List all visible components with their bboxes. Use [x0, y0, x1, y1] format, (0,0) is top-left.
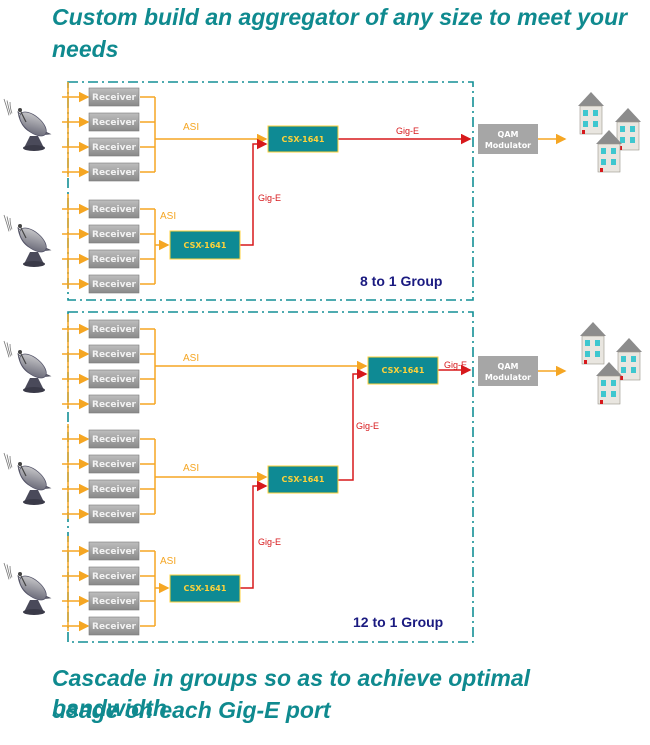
receiver-label: Receiver: [92, 118, 137, 128]
gige-link: [240, 480, 268, 589]
receiver-box: Receiver: [88, 369, 140, 389]
receiver-label: Receiver: [92, 547, 137, 557]
qam-label-line-1: QAM: [498, 362, 519, 371]
receiver-label: Receiver: [92, 325, 137, 335]
group-label-12-to-1: 12 to 1 Group: [353, 614, 443, 630]
satellite-dish-icon: [3, 214, 52, 267]
asi-label: ASI: [183, 463, 199, 474]
qam-modulator-bottom: QAM Modulator: [478, 356, 538, 386]
receiver-label: Receiver: [92, 255, 137, 265]
receiver-box: Receiver: [88, 591, 140, 611]
house-icon: [596, 130, 622, 173]
csx-label: CSX-1641: [184, 241, 227, 250]
qam-label-line-2: Modulator: [485, 141, 531, 150]
footer-caption-line-1: Cascade in groups so as to achieve optim…: [52, 665, 531, 721]
satellite-dish-icon: [3, 562, 52, 615]
csx-box-bottom-middle: CSX-1641: [267, 465, 339, 494]
receiver-label: Receiver: [92, 205, 137, 215]
receiver-box: Receiver: [88, 566, 140, 586]
satellite-dish-icon: [3, 452, 52, 505]
receiver-box: Receiver: [88, 137, 140, 157]
gige-label: Gig-E: [444, 360, 467, 370]
receiver-box: Receiver: [88, 87, 140, 107]
house-icon: [616, 338, 642, 381]
receiver-label: Receiver: [92, 375, 137, 385]
qam-label-line-1: QAM: [498, 130, 519, 139]
receiver-box: Receiver: [88, 454, 140, 474]
receiver-box: Receiver: [88, 319, 140, 339]
gige-label: Gig-E: [396, 126, 419, 136]
group-label-8-to-1: 8 to 1 Group: [360, 273, 442, 289]
csx-box-top-secondary: CSX-1641: [169, 230, 241, 260]
receiver-box: Receiver: [88, 541, 140, 561]
qam-label-line-2: Modulator: [485, 373, 531, 382]
house-icon: [580, 322, 606, 365]
receiver-label: Receiver: [92, 93, 137, 103]
house-icon: [596, 362, 622, 405]
csx-label: CSX-1641: [184, 584, 227, 593]
csx-label: CSX-1641: [382, 366, 425, 375]
receiver-label: Receiver: [92, 168, 137, 178]
receiver-label: Receiver: [92, 435, 137, 445]
receiver-box: Receiver: [88, 504, 140, 524]
receiver-box: Receiver: [88, 112, 140, 132]
receiver-box: Receiver: [88, 394, 140, 414]
receiver-box: Receiver: [88, 199, 140, 219]
receiver-label: Receiver: [92, 485, 137, 495]
receiver-box: Receiver: [88, 249, 140, 269]
asi-label: ASI: [160, 211, 176, 222]
receiver-label: Receiver: [92, 230, 137, 240]
receiver-box: Receiver: [88, 224, 140, 244]
gige-link: [240, 138, 268, 246]
receiver-label: Receiver: [92, 400, 137, 410]
receiver-box: Receiver: [88, 429, 140, 449]
receiver-label: Receiver: [92, 460, 137, 470]
receiver-label: Receiver: [92, 280, 137, 290]
satellite-dish-icon: [3, 98, 52, 151]
receiver-label: Receiver: [92, 510, 137, 520]
receiver-label: Receiver: [92, 143, 137, 153]
receiver-label: Receiver: [92, 622, 137, 632]
gige-link: [338, 368, 368, 481]
receiver-box: Receiver: [88, 344, 140, 364]
house-icon: [578, 92, 604, 135]
page-title-line-1: Custom build an aggregator of any size t…: [52, 4, 628, 30]
qam-modulator-top: QAM Modulator: [478, 124, 538, 154]
satellite-dish-icon: [3, 340, 52, 393]
receiver-box: Receiver: [88, 479, 140, 499]
receiver-box: Receiver: [88, 162, 140, 182]
csx-label: CSX-1641: [282, 135, 325, 144]
receiver-label: Receiver: [92, 350, 137, 360]
receiver-box: Receiver: [88, 616, 140, 636]
csx-label: CSX-1641: [282, 475, 325, 484]
page-title-line-2: needs: [52, 36, 119, 62]
house-icon: [615, 108, 641, 151]
asi-label: ASI: [160, 556, 176, 567]
gige-label: Gig-E: [356, 421, 379, 431]
group-frame-8-to-1: [67, 81, 474, 301]
footer-caption-line-2: usage on each Gig-E port: [52, 697, 331, 723]
receiver-label: Receiver: [92, 597, 137, 607]
csx-box-bottom-lower: CSX-1641: [169, 574, 241, 603]
receiver-box: Receiver: [88, 274, 140, 294]
gige-label: Gig-E: [258, 537, 281, 547]
receiver-label: Receiver: [92, 572, 137, 582]
csx-box-top-main: CSX-1641: [267, 125, 339, 153]
gige-label: Gig-E: [258, 193, 281, 203]
asi-label: ASI: [183, 122, 199, 133]
asi-label: ASI: [183, 353, 199, 364]
csx-box-bottom-main: CSX-1641: [367, 356, 439, 385]
